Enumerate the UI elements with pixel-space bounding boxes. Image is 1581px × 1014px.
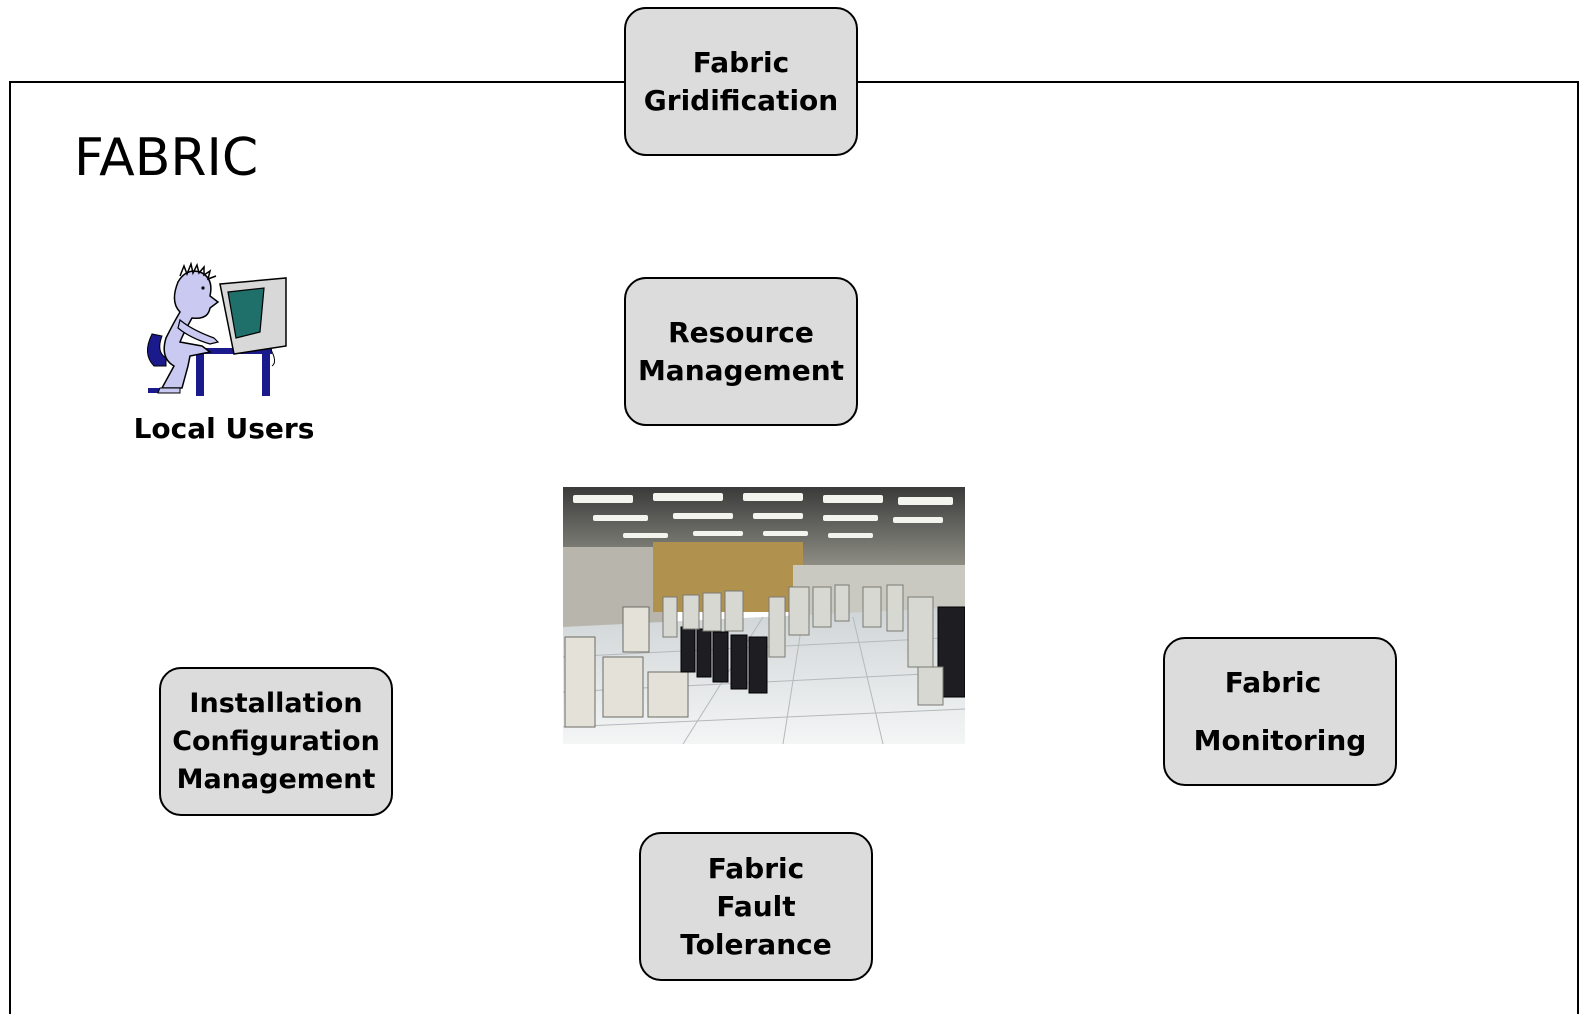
box-label-line: Management (176, 763, 376, 795)
resource-management-box: Resource Management (624, 277, 858, 426)
box-label-line: Fabric (692, 45, 790, 79)
person-at-computer-icon (147, 262, 287, 396)
box-label-line: Fault (716, 889, 796, 923)
fabric-gridification-box: Fabric Gridification (624, 7, 858, 156)
box-label-line: Fabric (1224, 665, 1322, 699)
box-label-line: Monitoring (1193, 723, 1367, 757)
box-label-line: Fabric (707, 851, 805, 885)
box-label-line: Tolerance (680, 927, 832, 961)
installation-configuration-management-box: Installation Configuration Management (159, 667, 393, 816)
box-label-line: Configuration (172, 725, 380, 757)
computer-center-photo (563, 487, 965, 744)
fabric-fault-tolerance-box: Fabric Fault Tolerance (639, 832, 873, 981)
box-label-line: Resource (668, 315, 814, 349)
box-label-line: Gridification (643, 83, 839, 117)
box-label-line: Installation (189, 687, 363, 719)
diagram-title: FABRIC (74, 128, 259, 188)
local-users-label: Local Users (133, 412, 315, 445)
box-label-line: Management (637, 353, 845, 387)
fabric-monitoring-box: Fabric Monitoring (1163, 637, 1397, 786)
